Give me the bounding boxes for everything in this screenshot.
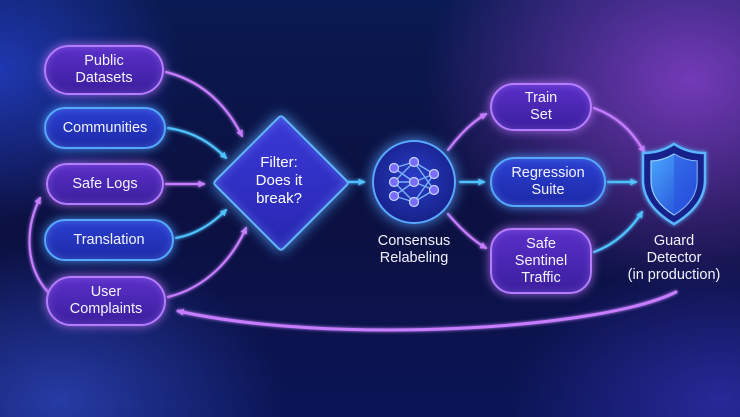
user-complaints-label-line2: Complaints <box>69 301 143 317</box>
consensus-label-line1: Consensus <box>377 233 451 249</box>
user-complaints-label-line1: User <box>90 284 122 300</box>
arrow-communities-to-filter <box>166 126 228 160</box>
guard-detector-caption: Guard Detector (in production) <box>612 233 736 284</box>
guard-label-line1: Guard <box>653 233 695 249</box>
public-datasets-label-line2: Datasets <box>75 70 133 86</box>
shield-icon <box>641 142 707 226</box>
safe-sentinel-label-line1: Safe <box>526 235 556 252</box>
consensus-node <box>372 140 456 224</box>
guard-label-line2: Detector <box>646 250 702 266</box>
filter-label-line2: Does it <box>255 172 303 189</box>
communities-node: Communities <box>44 107 166 149</box>
arrow-user-complaints-to-filter <box>166 226 248 299</box>
arrow-safe-sentinel-to-guard <box>592 210 644 254</box>
train-set-label-line1: Train <box>524 90 558 106</box>
guard-label-line3: (in production) <box>627 267 721 283</box>
filter-decision-label: Filter: Does it break? <box>214 150 344 212</box>
safe-sentinel-label-line3: Traffic <box>521 269 561 286</box>
neural-network-icon <box>388 156 440 208</box>
translation-label: Translation <box>73 231 145 248</box>
translation-node: Translation <box>44 219 174 261</box>
filter-label-line3: break? <box>256 190 302 207</box>
safe-sentinel-label-line2: Sentinel <box>514 252 568 269</box>
arrow-public-datasets-to-filter <box>164 70 244 138</box>
arrow-translation-to-filter <box>174 208 228 240</box>
regression-suite-label-line1: Regression <box>511 165 585 181</box>
arrow-guard-feedback-to-user-complaints <box>176 290 678 332</box>
regression-suite-label-line2: Suite <box>531 182 565 198</box>
arrow-consensus-to-train-set <box>446 112 488 152</box>
filter-label-line1: Filter: <box>260 154 298 171</box>
public-datasets-label-line1: Public <box>84 53 124 69</box>
consensus-label-line2: Relabeling <box>379 250 449 266</box>
safe-logs-node: Safe Logs <box>46 163 164 205</box>
arrow-user-complaints-loop-to-safe-logs <box>28 196 50 294</box>
arrow-consensus-to-safe-sentinel <box>446 212 488 250</box>
train-set-label-line2: Set <box>530 107 552 123</box>
communities-label: Communities <box>62 119 148 136</box>
consensus-caption: Consensus Relabeling <box>355 233 473 267</box>
safe-logs-label: Safe Logs <box>72 175 138 192</box>
arrow-train-set-to-guard <box>592 106 646 154</box>
